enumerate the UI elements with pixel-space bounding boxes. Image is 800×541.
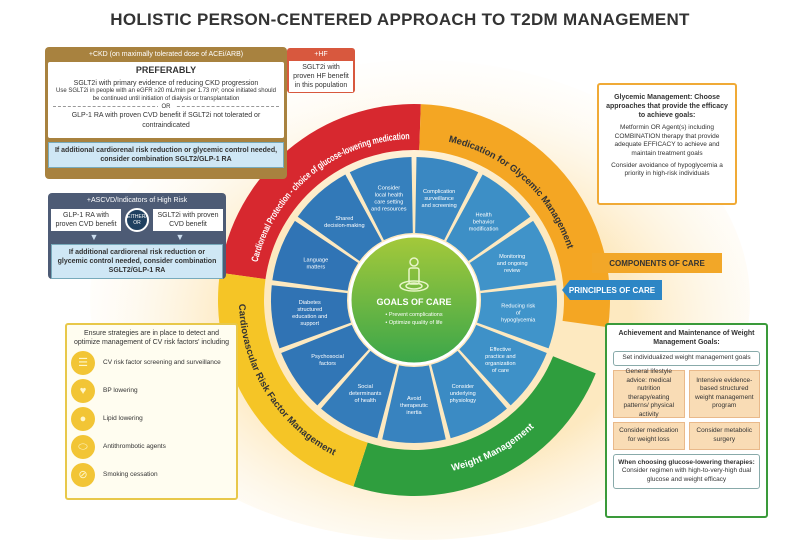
glycemic-header: Glycemic Management: Choose approaches t…: [606, 94, 728, 120]
principle-segment: [272, 220, 359, 291]
cv-item: ♥BP lowering: [71, 379, 232, 404]
cv-item: ⊘Smoking cessation: [71, 463, 232, 488]
blood-pressure-icon: ♥: [71, 379, 95, 404]
principle-segment: [477, 285, 557, 349]
preferably-label: PREFERABLY: [135, 65, 197, 76]
pill-icon: ⬭: [71, 435, 95, 460]
glycemic-p1: Metformin OR Agent(s) including COMBINAT…: [614, 124, 720, 157]
hf-header: +HF: [314, 51, 328, 58]
ascvd-panel: +ASCVD/Indicators of High Risk GLP-1 RA …: [48, 193, 226, 280]
weight-goals: Set individualized weight management goa…: [613, 351, 760, 366]
principle-segment: [281, 324, 369, 406]
ckd-inner: PREFERABLY SGLT2i with primary evidence …: [48, 62, 284, 139]
sglt2-option: SGLT2i with proven CVD benefit: [153, 209, 223, 232]
no-smoking-icon: ⊘: [71, 463, 95, 488]
choose-body: Consider regimen with high-to-very-high …: [621, 467, 752, 483]
weight-option: Consider medication for weight loss: [613, 421, 685, 450]
principle-segment: [446, 174, 531, 261]
person-target-icon: [399, 257, 429, 292]
lipid-icon: ●: [71, 407, 95, 432]
yellow-ring-segment: [218, 272, 368, 487]
hf-body: SGLT2i with proven HF benefit in this po…: [289, 61, 353, 93]
glycemic-p2: Consider avoidance of hypoglycemia a pri…: [611, 162, 723, 178]
principle-segment: [321, 350, 397, 439]
principle-segment: [415, 157, 479, 241]
weight-panel: Achievement and Maintenance of Weight Ma…: [605, 323, 768, 518]
weight-option: General lifestyle advice: medical nutrit…: [613, 368, 685, 418]
red-ring-segment: [219, 104, 421, 280]
ascvd-header: +ASCVD/Indicators of High Risk: [86, 197, 188, 204]
cv-item: ⬭Antithrombotic agents: [71, 435, 232, 460]
goals-circle: [348, 234, 480, 366]
weight-option: Consider metabolic surgery: [688, 421, 760, 450]
ckd-line3: GLP-1 RA with proven CVD benefit if SGLT…: [71, 112, 261, 129]
ckd-combo-note: If additional cardiorenal risk reduction…: [48, 142, 284, 169]
or-label: OR: [157, 104, 175, 111]
principle-segment: [297, 174, 382, 261]
glp1-option: GLP-1 RA with proven CVD benefit: [51, 209, 121, 232]
principles-of-care-label: PRINCIPLES OF CARE: [562, 280, 662, 300]
principle-segment: [459, 324, 547, 406]
screening-icon: ☰: [71, 351, 95, 376]
cv-risk-panel: Ensure strategies are in place to detect…: [65, 323, 238, 500]
ascvd-combo-note: If additional cardiorenal risk reduction…: [51, 243, 223, 280]
principle-segment: [349, 157, 413, 241]
down-arrow-icon: ▼: [175, 232, 185, 243]
weight-header: Achievement and Maintenance of Weight Ma…: [618, 330, 755, 347]
components-of-care-label: COMPONENTS OF CARE: [592, 253, 722, 273]
either-or-badge: EITHER/ OR: [125, 208, 149, 233]
page-title: HOLISTIC PERSON-CENTERED APPROACH TO T2D…: [110, 10, 690, 29]
ckd-line2: Use SGLT2i in people with an eGFR ≥20 mL…: [56, 87, 276, 102]
goals-item: • Prevent complications: [385, 312, 443, 318]
principle-segment: [431, 350, 507, 439]
cv-header: Ensure strategies are in place to detect…: [73, 330, 229, 347]
choose-title: When choosing glucose-lowering therapies…: [618, 458, 755, 466]
goals-title: GOALS OF CARE: [376, 297, 451, 307]
cv-item: ●Lipid lowering: [71, 407, 232, 432]
principle-segment: [271, 285, 351, 349]
principle-segment: [469, 220, 556, 291]
green-ring-segment: [353, 356, 596, 496]
ckd-panel: +CKD (on maximally tolerated dose of ACE…: [45, 47, 287, 179]
down-arrow-icon: ▼: [89, 232, 99, 243]
principle-segment: [382, 365, 446, 443]
ckd-header: +CKD (on maximally tolerated dose of ACE…: [88, 51, 244, 58]
ckd-line1: SGLT2i with primary evidence of reducing…: [73, 79, 259, 87]
orange-ring-segment: [419, 104, 610, 328]
weight-option: Intensive evidence-based structured weig…: [688, 369, 760, 418]
glycemic-panel: Glycemic Management: Choose approaches t…: [597, 83, 737, 205]
cv-item: ☰CV risk factor screening and surveillan…: [71, 351, 232, 376]
goals-item: • Optimize quality of life: [385, 320, 442, 326]
hf-panel: +HF SGLT2i with proven HF benefit in thi…: [287, 48, 355, 93]
